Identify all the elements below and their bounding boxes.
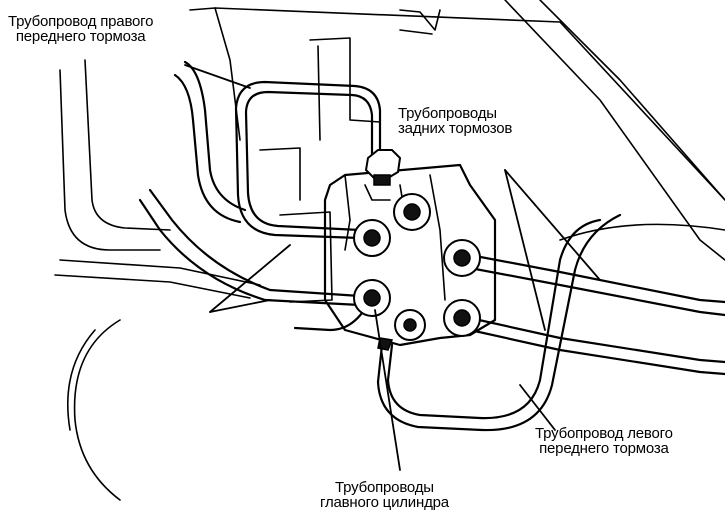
label-right-front-line2: переднего тормоза	[15, 28, 146, 45]
label-rear-pipes: Трубопроводы задних тормозов	[398, 106, 512, 136]
label-rear-line2: задних тормозов	[398, 120, 513, 137]
label-master-line2: главного цилиндра	[320, 494, 449, 511]
label-master-cylinder-pipes: Трубопроводы главного цилиндра	[320, 480, 449, 510]
label-left-front-line2: переднего тормоза	[539, 440, 669, 457]
leader-lines	[184, 64, 601, 471]
label-left-front-pipe: Трубопровод левого переднего тормоза	[535, 426, 673, 456]
label-right-front-pipe: Трубопровод правого переднего тормоза	[8, 14, 153, 44]
label-right-front-line1: Трубопровод правого	[8, 13, 154, 30]
label-left-front-line1: Трубопровод левого	[535, 425, 673, 442]
pipe-fittings	[353, 149, 481, 351]
brake-pipes	[138, 60, 725, 432]
body-panel-outlines	[54, 0, 725, 501]
label-master-line1: Трубопроводы	[335, 479, 434, 496]
label-rear-line1: Трубопроводы	[398, 105, 497, 122]
